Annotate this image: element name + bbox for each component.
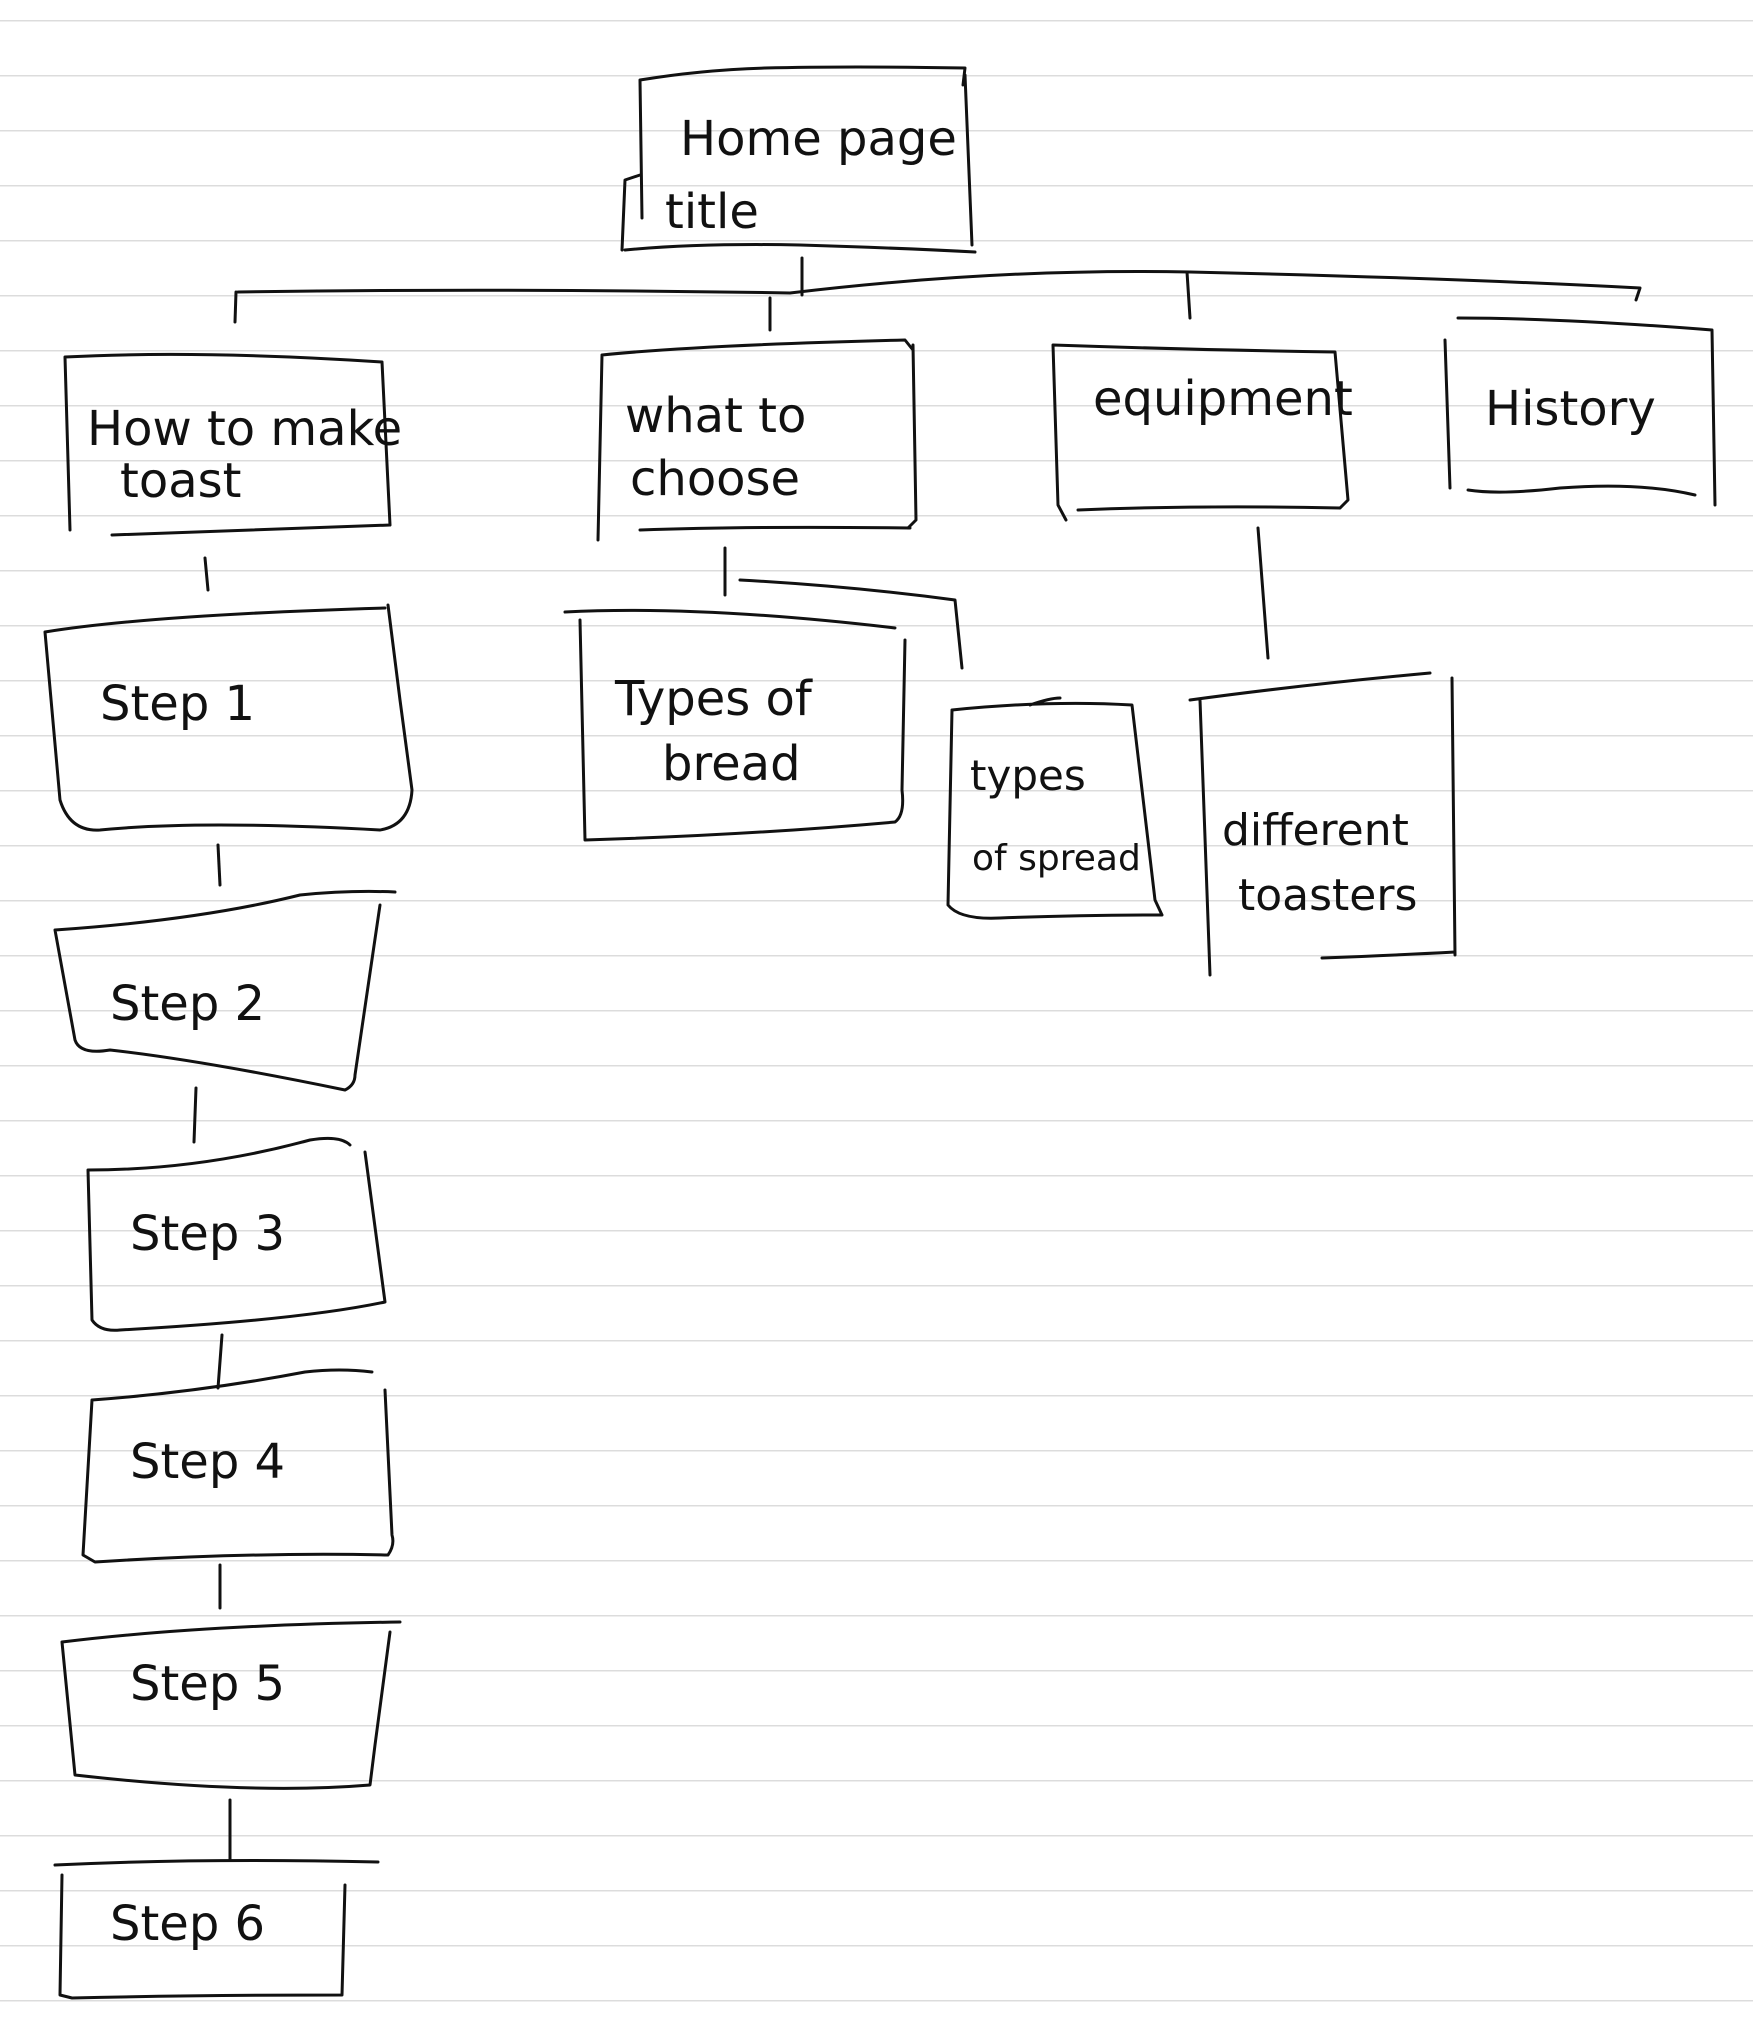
step-5-label: Step 5 [130,1656,285,1712]
what-to-choose-box [596,338,918,542]
types-of-bread-label-line1: Types of [614,671,813,727]
home-page-box [620,65,977,254]
how-to-label-line1: How to make [87,401,402,457]
step-3-node: Step 3 [86,1136,387,1332]
different-toasters-node: different toasters [1188,671,1457,977]
step-2-label: Step 2 [110,976,265,1032]
step-6-box [53,1859,380,2000]
home-page-label-line1: Home page [680,111,957,167]
what-to-choose-node: what to choose [596,338,918,542]
equipment-label: equipment [1093,371,1353,427]
connector-step1-step2 [216,843,222,887]
home-page-node: Home page title [620,65,977,254]
step-4-label: Step 4 [130,1434,285,1490]
connector-howto-step1 [203,556,210,592]
step-2-box [53,889,397,1092]
equipment-box [1051,343,1350,522]
types-of-spread-label-line1: types [970,751,1086,800]
choose-connectors [723,546,964,670]
step-6-label: Step 6 [110,1896,265,1952]
different-toasters-box [1188,671,1457,977]
step-1-label: Step 1 [100,676,255,732]
step-2-node: Step 2 [53,889,397,1092]
step-4-box [81,1368,395,1564]
types-of-spread-box [946,696,1164,920]
branch-bar [236,269,1642,302]
connector-step3-step4 [216,1333,224,1390]
equipment-node: equipment [1051,343,1353,522]
history-label: History [1485,381,1656,437]
types-of-spread-label-line2: of spread [972,838,1141,879]
top-connectors [233,256,1642,332]
step-1-node: Step 1 [43,603,414,832]
different-toasters-label-line1: different [1222,805,1409,856]
what-to-choose-label-line2: choose [630,451,800,507]
different-toasters-label-line2: toasters [1238,870,1417,921]
step-3-label: Step 3 [130,1206,285,1262]
types-of-bread-node: Types of bread [563,608,907,842]
how-to-node: How to make toast [63,352,402,537]
step-1-box [43,603,414,832]
connector-step2-step3 [192,1086,198,1144]
history-box [1443,316,1717,507]
how-to-label-line2: toast [120,453,241,509]
history-node: History [1443,316,1717,507]
steps-connectors [192,556,232,1862]
connector-equipment-toasters [1256,526,1270,660]
types-of-bread-box [563,608,907,842]
types-of-spread-node: types of spread [946,696,1164,920]
step-3-box [86,1136,387,1332]
home-page-label-line2: title [665,184,759,240]
connector-choose-spread [738,578,964,670]
equipment-connector [1256,526,1270,660]
branch-drop-how-to [233,290,238,324]
step-5-box [60,1620,402,1790]
step-5-node: Step 5 [60,1620,402,1790]
branch-drop-equipment [1185,270,1192,320]
how-to-box [63,352,392,537]
what-to-choose-label-line1: what to [625,388,806,444]
step-6-node: Step 6 [53,1859,380,2000]
types-of-bread-label-line2: bread [662,736,801,792]
step-4-node: Step 4 [81,1368,395,1564]
